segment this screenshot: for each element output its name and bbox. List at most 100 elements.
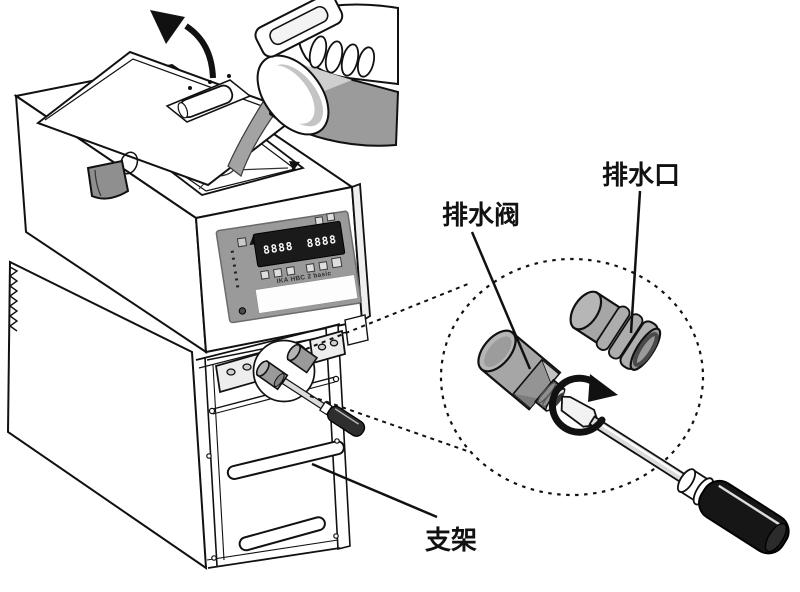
screwdriver-small <box>281 377 366 437</box>
latch-body <box>86 159 130 200</box>
magnifier-detail <box>305 257 790 555</box>
outlet-cap <box>286 343 301 362</box>
scale-tick <box>231 257 236 260</box>
rim-mark-icon <box>289 161 300 171</box>
control-panel: 8888 8888 IKA HBC 2 basic <box>215 210 362 324</box>
scale-tick <box>232 264 237 267</box>
cabinet <box>6 260 369 570</box>
handle-end-cap <box>764 522 788 553</box>
pitcher-rim <box>256 54 330 136</box>
frame-bottom-rim <box>207 547 341 569</box>
panel-button-lock <box>330 256 343 269</box>
display-left-digits: 8888 <box>262 240 294 257</box>
rim-lip <box>263 65 315 124</box>
vent-zigzag <box>8 266 19 332</box>
outlet-rib <box>595 305 631 351</box>
valve-hex-shade <box>513 393 539 408</box>
plate-hole <box>226 368 236 376</box>
cabinet-left-face <box>6 260 208 570</box>
screw-head <box>334 438 340 444</box>
plate-hole <box>329 339 339 347</box>
panel-button-minus <box>260 270 270 280</box>
scale-tick <box>230 250 234 253</box>
panel-button <box>326 212 336 222</box>
power-dot <box>238 307 247 315</box>
pitcher-handle <box>254 0 344 58</box>
outlet-bore-ring <box>632 332 659 367</box>
valve-cap <box>255 360 270 377</box>
rotation-arrow-head <box>588 374 618 402</box>
lower-bar <box>238 516 326 552</box>
panel-white-strip <box>254 274 359 314</box>
finger <box>356 46 376 78</box>
panel-button-plus <box>318 261 329 271</box>
mounting-plate-right <box>309 329 346 365</box>
plate-hole <box>242 363 252 371</box>
plate-hole <box>317 343 327 351</box>
frame-bottom-rim-inner <box>206 539 339 561</box>
valve-cap-inner <box>484 336 512 367</box>
lid-handle-end <box>177 102 189 119</box>
hinge-dot <box>227 74 231 78</box>
rotation-arc <box>548 374 606 436</box>
display-right-digits: 8888 <box>306 233 338 250</box>
small-handle-gloss <box>334 408 359 425</box>
screw-head <box>211 555 217 561</box>
scale-tick <box>233 271 238 274</box>
magnifier-leader-top <box>305 283 469 350</box>
label-drain-outlet: 排水口 <box>602 160 680 190</box>
finger <box>340 43 360 77</box>
scale-tick <box>234 278 239 281</box>
arrow-head <box>150 10 185 44</box>
arrow-shaft <box>184 23 216 79</box>
valve-hex-facet <box>541 359 560 384</box>
bath-right-face <box>351 182 371 323</box>
handle <box>698 479 790 555</box>
lid-open-arrow-icon <box>150 10 216 79</box>
latch-crease <box>94 169 102 197</box>
finger <box>324 40 344 74</box>
screwdriver-large <box>560 395 790 555</box>
outlet-end-cap <box>569 290 603 331</box>
screw-head <box>208 407 216 415</box>
pouring-scene <box>227 0 400 177</box>
screw-head <box>206 453 212 459</box>
frame-right-rail <box>325 323 351 551</box>
lid-handle <box>177 84 234 119</box>
frame-top-rim <box>195 323 341 361</box>
led-display <box>252 220 346 268</box>
panel-button <box>236 237 248 248</box>
scale-tick <box>235 285 240 288</box>
screw-head <box>333 533 339 539</box>
panel-button-plus <box>272 268 283 278</box>
shaft-gloss <box>595 420 690 482</box>
panel-button-minus <box>305 263 316 273</box>
label-drain-valve: 排水阀 <box>442 200 520 230</box>
handle-gloss <box>718 484 781 526</box>
bracket-rod <box>226 440 345 480</box>
drain-outlet-large <box>569 290 662 371</box>
lid-latch-clip <box>86 151 139 200</box>
finger <box>308 35 328 69</box>
ferrule-ring <box>676 468 697 493</box>
leader-drain-outlet <box>629 190 642 334</box>
drain-valve-small <box>255 359 289 391</box>
frame-left-rail-inner <box>212 364 225 561</box>
drain-outlet-small <box>286 343 319 374</box>
small-handle <box>326 405 366 437</box>
handle-hole <box>269 5 329 46</box>
leader-bracket <box>311 462 438 519</box>
panel-button <box>285 266 296 276</box>
hinge-dot <box>188 86 192 90</box>
valve-ring <box>273 373 285 387</box>
hinge-block <box>344 314 369 346</box>
mounting-plate-left <box>214 352 264 394</box>
magnifier-leader-bottom <box>309 395 471 453</box>
bracket-bar <box>226 440 345 480</box>
callouts: 排水阀 排水口 支架 <box>311 160 680 555</box>
fingers <box>308 35 376 78</box>
screw-head <box>332 375 340 383</box>
hinge-dot <box>208 80 212 84</box>
